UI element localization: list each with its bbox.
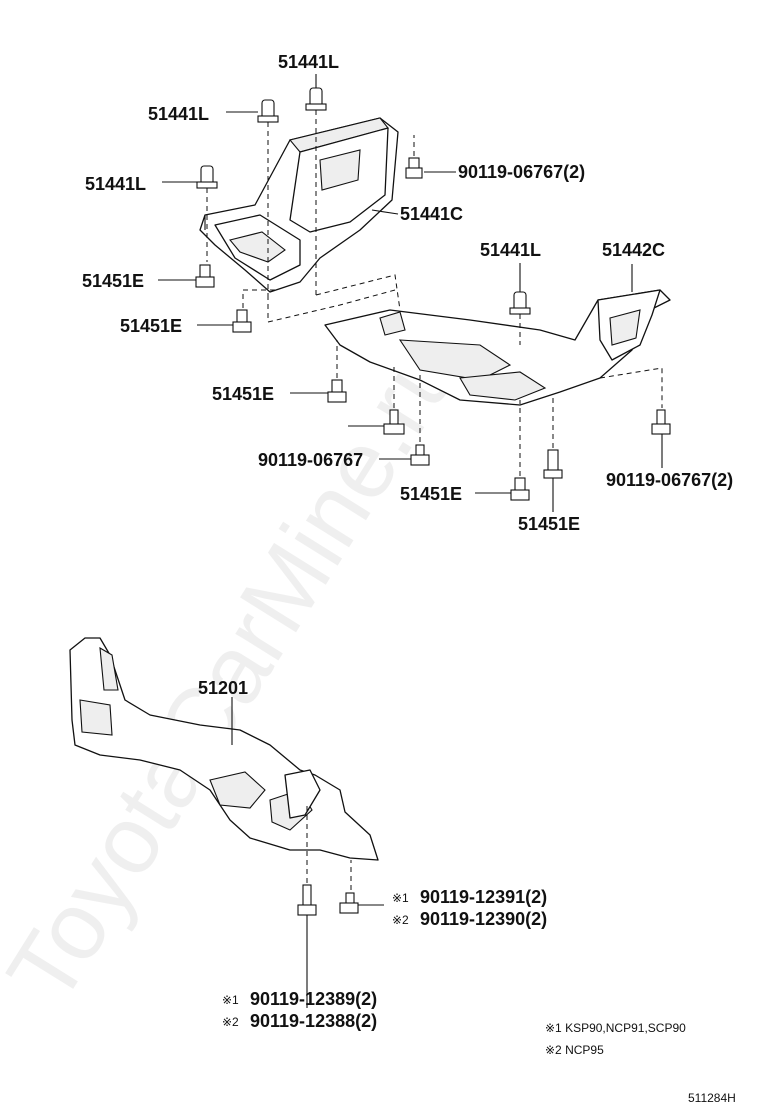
part-label-51441l-top: 51441L (278, 52, 339, 72)
fastener-bolt-11[interactable] (510, 477, 530, 501)
mark-2-b: ※2 (222, 1015, 239, 1029)
note-2: ※2 NCP95 (545, 1043, 604, 1057)
note-1: ※1 KSP90,NCP91,SCP90 (545, 1021, 686, 1035)
part-label-51201: 51201 (198, 678, 248, 698)
fastener-bolt-10[interactable] (410, 444, 430, 466)
assembly-dashed-lines (206, 110, 663, 890)
fastener-bolt-15[interactable] (339, 892, 359, 914)
fastener-bolt-2[interactable] (305, 87, 327, 111)
diagram-id: 511284H (688, 1091, 736, 1105)
mark-1-a: ※1 (392, 891, 409, 905)
mark-1-b: ※1 (222, 993, 239, 1007)
fastener-bolt-3[interactable] (196, 165, 218, 189)
fastener-bolt-4[interactable] (405, 157, 423, 179)
part-label-51451e-4: 51451E (400, 484, 462, 504)
front-crossmember[interactable] (69, 637, 379, 861)
part-label-90119-06767: 90119-06767 (258, 450, 363, 470)
fastener-bolt-6[interactable] (232, 309, 252, 333)
fastener-bolt-1[interactable] (257, 99, 279, 123)
fastener-bolt-8[interactable] (327, 379, 347, 403)
fastener-bolt-13[interactable] (651, 409, 671, 435)
part-label-51441c: 51441C (400, 204, 463, 224)
part-label-51451e-5: 51451E (518, 514, 580, 534)
part-label-90119-06767-2-top: 90119-06767(2) (458, 162, 585, 182)
part-label-51451e-3: 51451E (212, 384, 274, 404)
part-label-90119-12388: 90119-12388(2) (250, 1011, 377, 1031)
part-label-51442c: 51442C (602, 240, 665, 260)
fastener-bolt-7[interactable] (509, 291, 531, 315)
fastener-bolt-14[interactable] (297, 884, 317, 916)
part-label-90119-12390: 90119-12390(2) (420, 909, 547, 929)
part-label-51451e-2: 51451E (120, 316, 182, 336)
part-label-51441l-left: 51441L (148, 104, 209, 124)
part-label-51451e-1: 51451E (82, 271, 144, 291)
part-label-90119-12391: 90119-12391(2) (420, 887, 547, 907)
part-label-90119-12389: 90119-12389(2) (250, 989, 377, 1009)
fastener-bolt-12[interactable] (543, 449, 563, 479)
fastener-bolt-9[interactable] (383, 409, 405, 435)
part-label-90119-06767-2-right: 90119-06767(2) (606, 470, 733, 490)
fastener-bolt-5[interactable] (195, 264, 215, 288)
mark-2-a: ※2 (392, 913, 409, 927)
part-label-51441l-left-2: 51441L (85, 174, 146, 194)
part-label-51441l-right: 51441L (480, 240, 541, 260)
leader-lines (158, 74, 663, 1008)
engine-under-cover-rear[interactable] (324, 289, 671, 406)
engine-under-cover-front[interactable] (199, 117, 399, 293)
